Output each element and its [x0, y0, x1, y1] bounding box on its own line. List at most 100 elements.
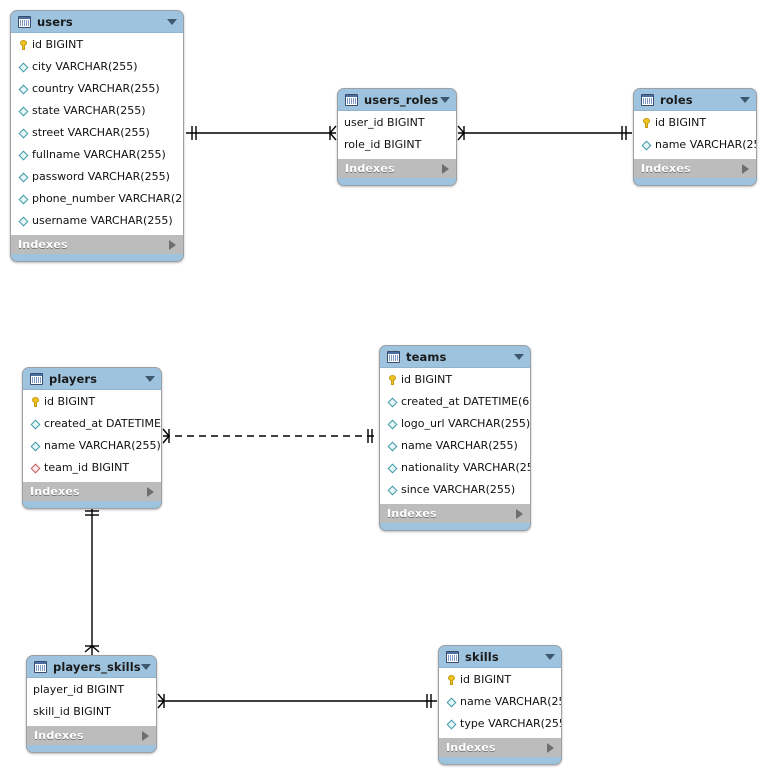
column-row[interactable]: id BIGINT [439, 669, 561, 691]
chevron-down-icon[interactable] [440, 96, 450, 103]
entity-bottom-strip [634, 178, 756, 185]
entity-columns-users_roles: user_id BIGINT role_id BIGINT [338, 111, 456, 158]
column-row[interactable]: created_at DATETIME(6) [380, 391, 530, 413]
triangle-right-icon[interactable] [516, 508, 523, 519]
column-row[interactable]: password VARCHAR(255) [11, 166, 183, 188]
entity-bottom-strip [380, 523, 530, 530]
column-row[interactable]: role_id BIGINT [338, 134, 456, 156]
entity-table-skills[interactable]: skills id BIGINT name VARCHAR(255) type … [438, 645, 562, 765]
column-row[interactable]: team_id BIGINT [23, 457, 161, 479]
column-row[interactable]: country VARCHAR(255) [11, 78, 183, 100]
column-row[interactable]: type VARCHAR(255) [439, 713, 561, 735]
chevron-down-icon[interactable] [514, 353, 524, 360]
entity-table-players_skills[interactable]: players_skills player_id BIGINT skill_id… [26, 655, 157, 753]
relationship-players-teams[interactable] [162, 428, 378, 444]
entity-table-users[interactable]: users id BIGINT city VARCHAR(255) countr… [10, 10, 184, 262]
column-row[interactable]: user_id BIGINT [338, 112, 456, 134]
entity-table-players[interactable]: players id BIGINT created_at DATETIME(6)… [22, 367, 162, 509]
entity-header-players_skills[interactable]: players_skills [27, 656, 156, 678]
column-row[interactable]: fullname VARCHAR(255) [11, 144, 183, 166]
column-diamond-icon [640, 140, 653, 150]
triangle-right-icon[interactable] [442, 163, 449, 174]
indexes-label: Indexes [30, 485, 80, 498]
triangle-right-icon[interactable] [547, 742, 554, 753]
indexes-section[interactable]: Indexes [380, 503, 530, 523]
indexes-section[interactable]: Indexes [23, 481, 161, 501]
entity-columns-users: id BIGINT city VARCHAR(255) country VARC… [11, 33, 183, 234]
column-row[interactable]: state VARCHAR(255) [11, 100, 183, 122]
entity-bottom-strip [439, 757, 561, 764]
chevron-down-icon[interactable] [140, 663, 151, 670]
table-icon [446, 650, 459, 663]
indexes-label: Indexes [18, 238, 68, 251]
column-row[interactable]: name VARCHAR(255) [439, 691, 561, 713]
column-row[interactable]: city VARCHAR(255) [11, 56, 183, 78]
column-label: role_id BIGINT [344, 138, 422, 151]
column-row[interactable]: nationality VARCHAR(255) [380, 457, 530, 479]
column-row[interactable]: id BIGINT [634, 112, 756, 134]
foreign-key-diamond-icon [29, 463, 42, 473]
chevron-down-icon[interactable] [145, 375, 155, 382]
column-row[interactable]: name VARCHAR(255) [380, 435, 530, 457]
column-row[interactable]: created_at DATETIME(6) [23, 413, 161, 435]
column-row[interactable]: player_id BIGINT [27, 679, 156, 701]
column-row[interactable]: street VARCHAR(255) [11, 122, 183, 144]
column-diamond-icon [17, 62, 30, 72]
column-label: created_at DATETIME(6) [401, 395, 531, 408]
column-row[interactable]: since VARCHAR(255) [380, 479, 530, 501]
entity-header-skills[interactable]: skills [439, 646, 561, 668]
entity-header-users[interactable]: users [11, 11, 183, 33]
column-row[interactable]: name VARCHAR(255) [634, 134, 756, 156]
relationship-players-players_skills[interactable] [84, 505, 100, 656]
relationship-users_roles-roles[interactable] [457, 125, 632, 141]
column-label: skill_id BIGINT [33, 705, 111, 718]
column-row[interactable]: skill_id BIGINT [27, 701, 156, 723]
column-diamond-icon [386, 463, 399, 473]
column-label: user_id BIGINT [344, 116, 425, 129]
chevron-down-icon[interactable] [740, 96, 750, 103]
indexes-section[interactable]: Indexes [634, 158, 756, 178]
entity-header-roles[interactable]: roles [634, 89, 756, 111]
indexes-section[interactable]: Indexes [338, 158, 456, 178]
primary-key-icon [29, 397, 42, 407]
table-icon [34, 660, 47, 673]
column-row[interactable]: id BIGINT [380, 369, 530, 391]
indexes-label: Indexes [446, 741, 496, 754]
column-row[interactable]: logo_url VARCHAR(255) [380, 413, 530, 435]
column-row[interactable]: username VARCHAR(255) [11, 210, 183, 232]
column-row[interactable]: name VARCHAR(255) [23, 435, 161, 457]
column-row[interactable]: phone_number VARCHAR(255) [11, 188, 183, 210]
table-icon [30, 372, 43, 385]
triangle-right-icon[interactable] [142, 730, 149, 741]
triangle-right-icon[interactable] [742, 163, 749, 174]
table-icon [387, 350, 400, 363]
indexes-label: Indexes [387, 507, 437, 520]
column-label: name VARCHAR(255) [460, 695, 561, 708]
entity-header-teams[interactable]: teams [380, 346, 530, 368]
primary-key-icon [640, 118, 653, 128]
indexes-section[interactable]: Indexes [439, 737, 561, 757]
entity-table-users_roles[interactable]: users_roles user_id BIGINT role_id BIGIN… [337, 88, 457, 186]
relationship-players_skills-skills[interactable] [157, 693, 437, 709]
column-label: team_id BIGINT [44, 461, 130, 474]
triangle-right-icon[interactable] [147, 486, 154, 497]
column-label: phone_number VARCHAR(255) [32, 192, 184, 205]
relationship-users-users_roles[interactable] [186, 125, 337, 141]
entity-name: players [49, 371, 98, 386]
chevron-down-icon[interactable] [167, 18, 177, 25]
entity-table-teams[interactable]: teams id BIGINT created_at DATETIME(6) l… [379, 345, 531, 531]
entity-header-users_roles[interactable]: users_roles [338, 89, 456, 111]
column-diamond-icon [17, 194, 30, 204]
indexes-section[interactable]: Indexes [11, 234, 183, 254]
column-row[interactable]: id BIGINT [23, 391, 161, 413]
entity-table-roles[interactable]: roles id BIGINT name VARCHAR(255) Indexe… [633, 88, 757, 186]
column-diamond-icon [17, 216, 30, 226]
entity-header-players[interactable]: players [23, 368, 161, 390]
column-row[interactable]: id BIGINT [11, 34, 183, 56]
indexes-section[interactable]: Indexes [27, 725, 156, 745]
column-diamond-icon [17, 106, 30, 116]
column-label: created_at DATETIME(6) [44, 417, 161, 430]
chevron-down-icon[interactable] [545, 653, 555, 660]
triangle-right-icon[interactable] [169, 239, 176, 250]
